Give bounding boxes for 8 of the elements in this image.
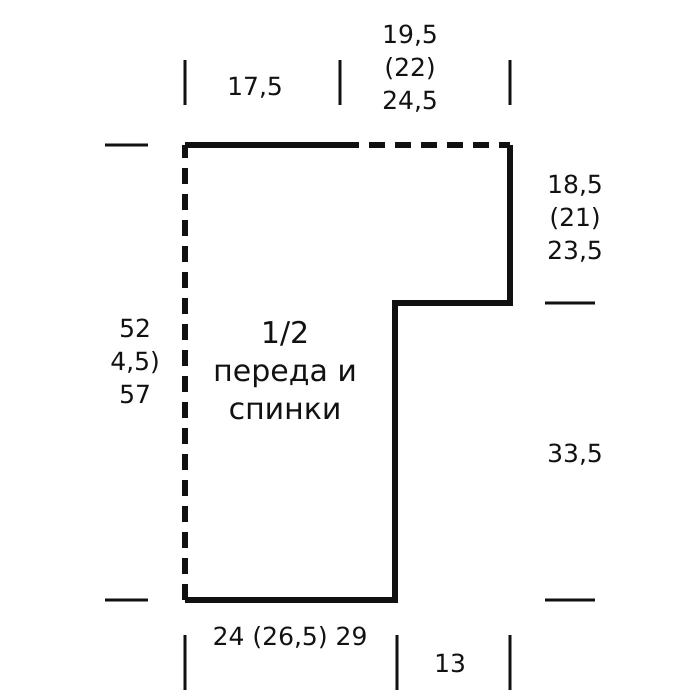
dimension-label: 52 4,5) 57 [109,313,161,411]
dimension-label: 18,5 (21) 23,5 [546,169,604,267]
dimension-label: 13 [433,648,467,680]
dimension-label: 19,5 (22) 24,5 [381,19,439,117]
dimension-label: 33,5 [546,438,604,470]
dimension-label: 17,5 [226,71,284,103]
dimension-label: 24 (26,5) 29 [212,621,368,653]
piece-title: 1/2 переда и спинки [212,315,358,429]
